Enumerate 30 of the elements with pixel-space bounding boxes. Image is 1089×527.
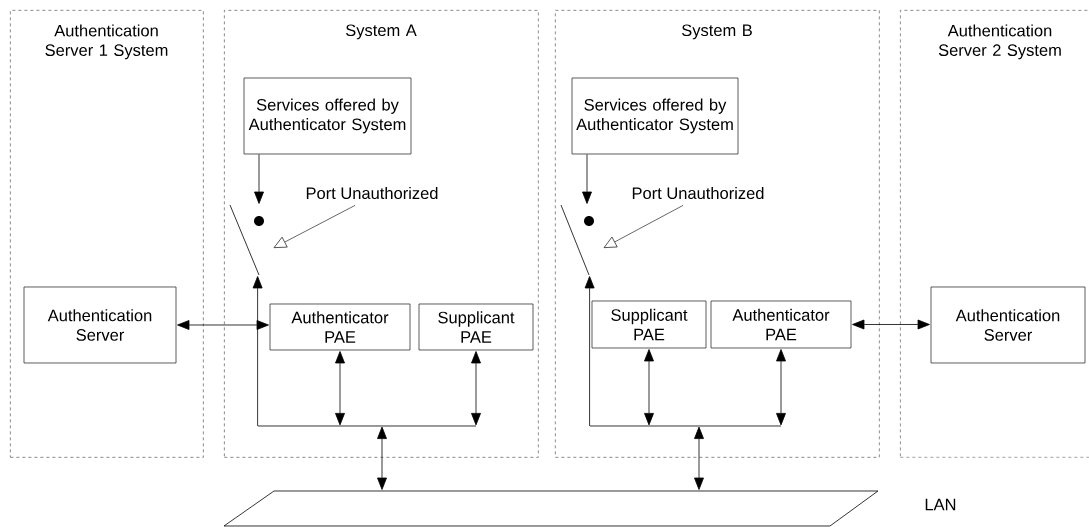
component-box: Services offered by Authenticator System [571,77,739,155]
port-label: Port Unauthorized [306,186,438,200]
component-box: Authentication Server [930,286,1086,364]
arrow [254,154,264,204]
arrow [852,319,930,330]
component-box: Authenticator PAE [269,303,411,351]
switch-symbol [229,204,264,276]
arrow [252,276,263,427]
leader-line [273,205,356,248]
switch-symbol [560,204,594,276]
bus-line [589,425,782,427]
arrow [776,349,786,426]
leader-line [603,205,684,248]
arrow [582,154,592,204]
arrow [471,351,481,426]
arrow [335,351,345,426]
component-box: Supplicant PAE [591,300,707,349]
component-box: Authenticator PAE [710,300,852,349]
bus-line [257,425,477,427]
arrow [377,426,387,490]
arrow [644,349,654,426]
component-box: Supplicant PAE [418,303,534,351]
lan-parallelogram [223,490,879,527]
arrow [584,276,595,427]
component-box: Services offered by Authenticator System [243,77,412,155]
arrow [694,426,704,490]
port-label: Port Unauthorized [632,186,764,200]
network-label: LAN [925,498,956,511]
component-box: Authentication Server [23,286,177,364]
arrow [177,320,269,330]
